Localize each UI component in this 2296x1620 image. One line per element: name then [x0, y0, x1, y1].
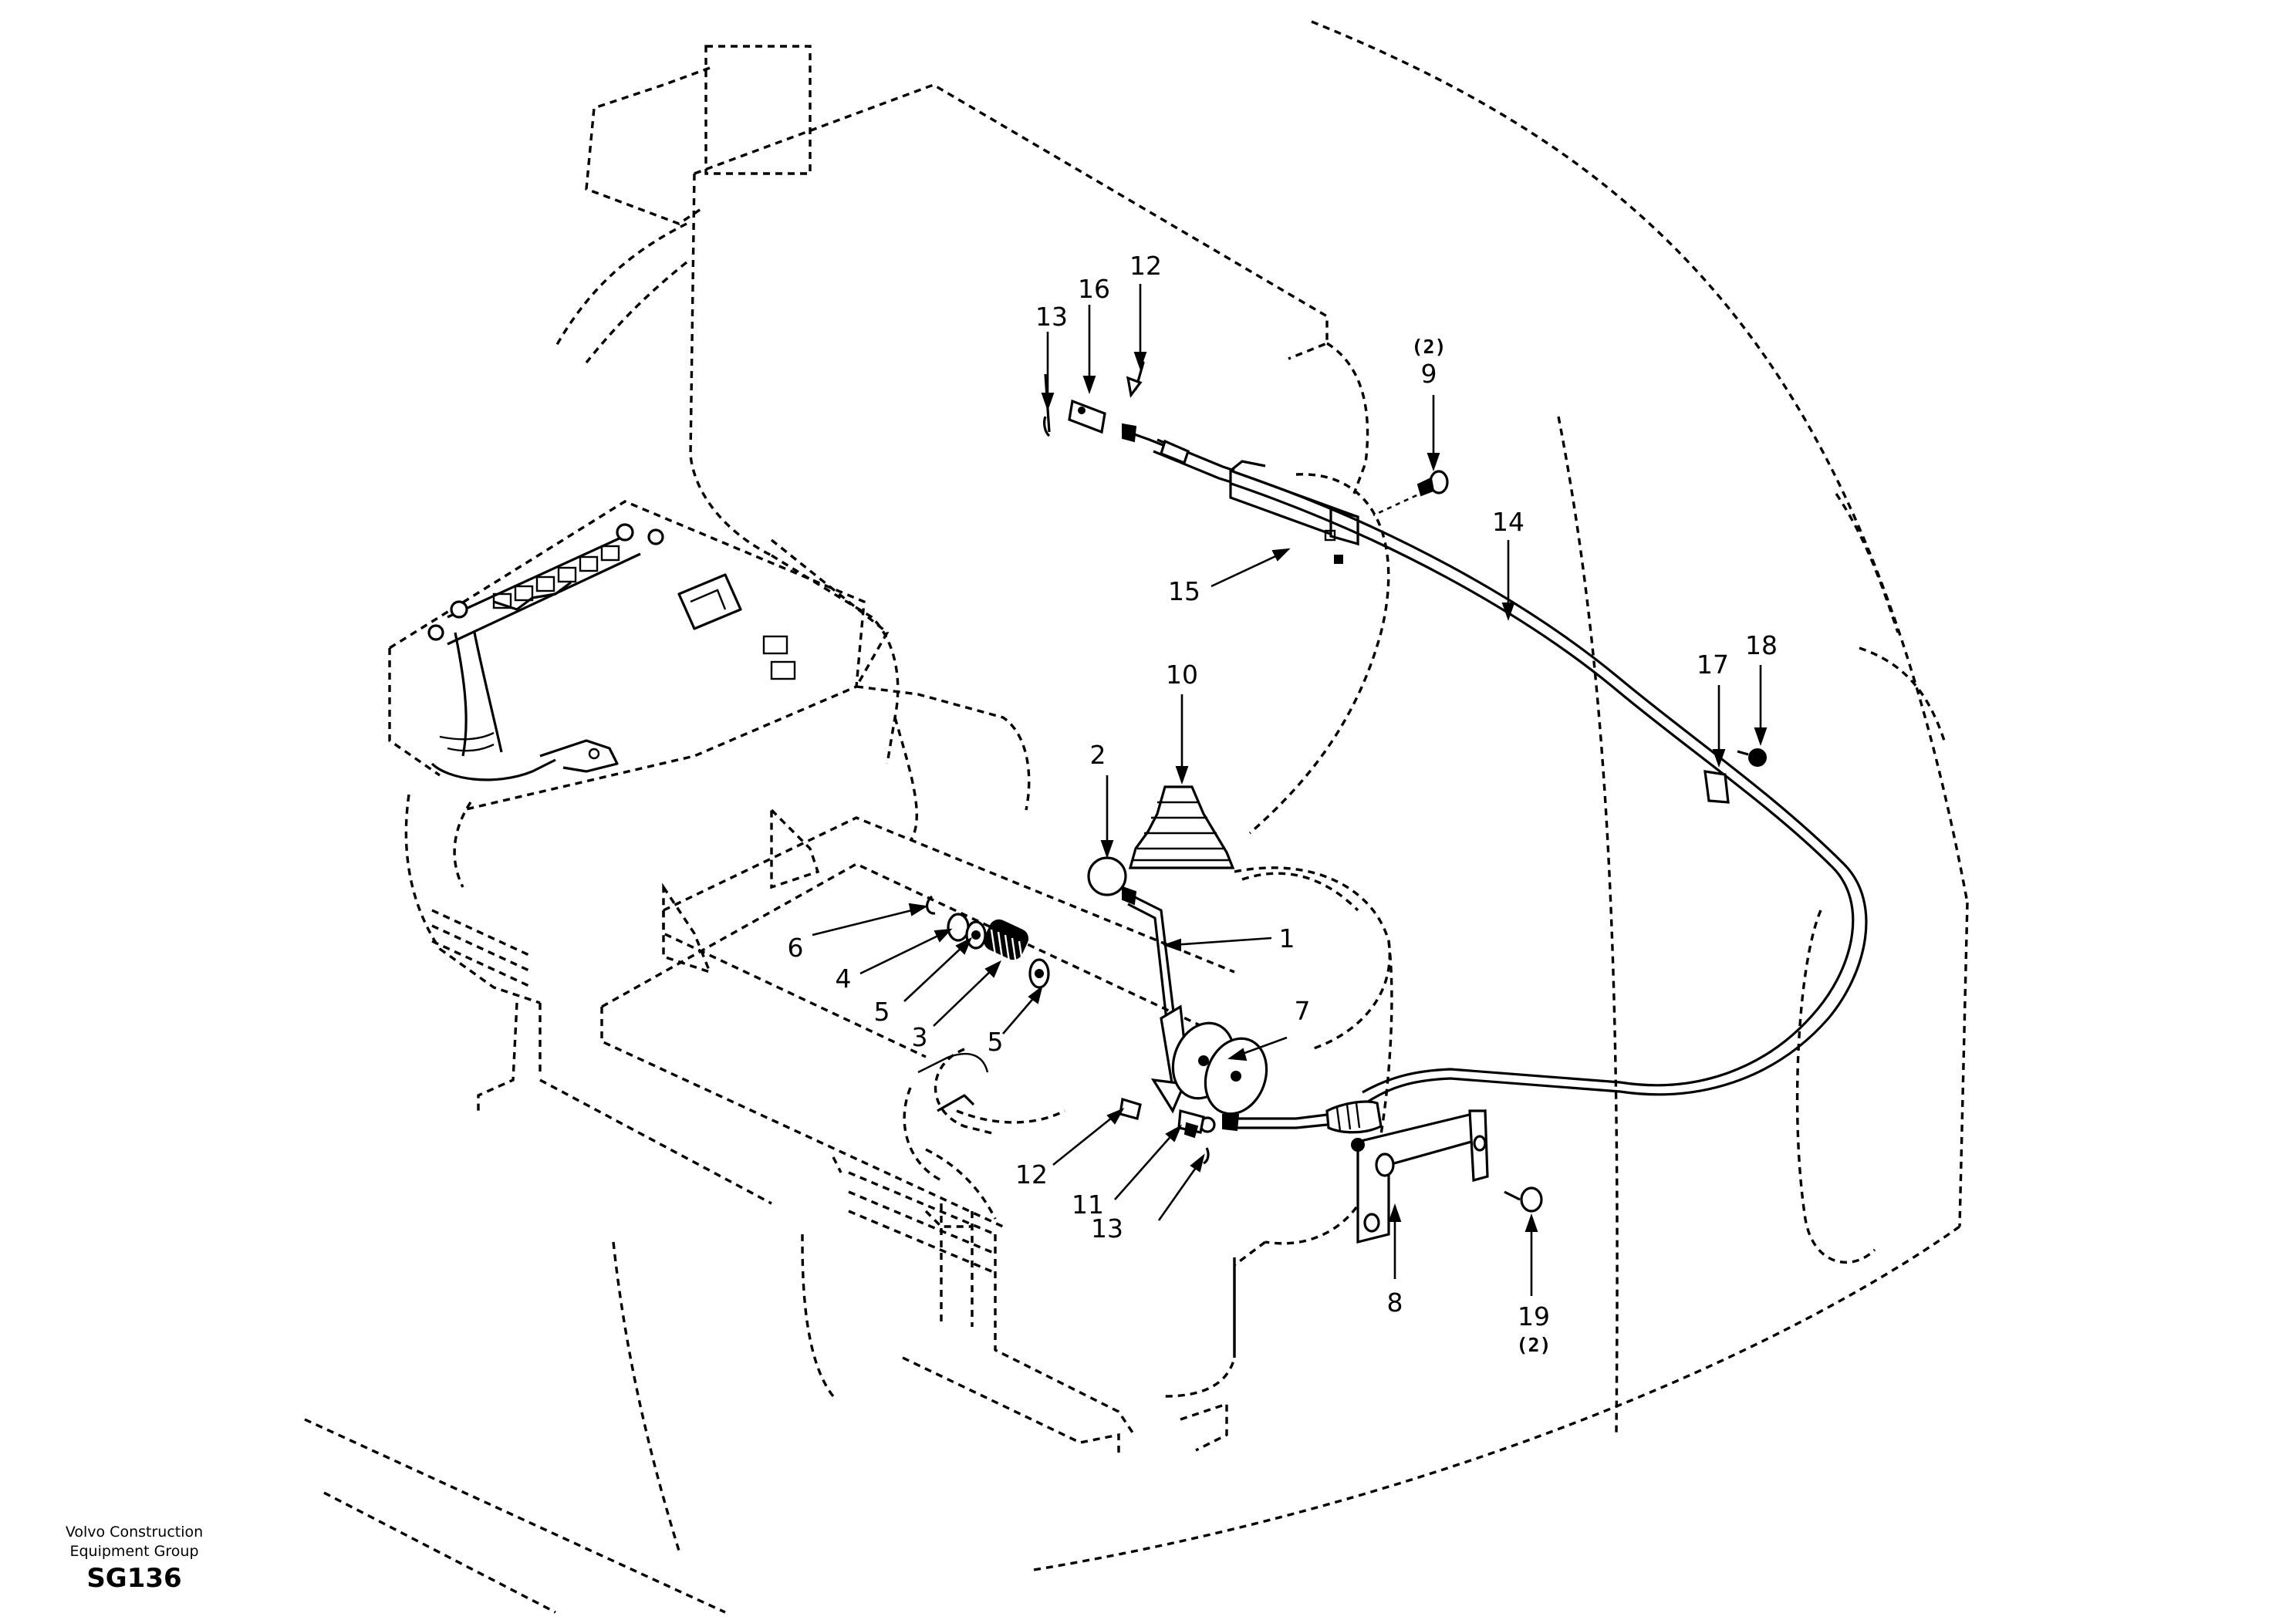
- callout-13b: 13: [1091, 1213, 1123, 1244]
- right-console-outline: [662, 806, 1359, 1274]
- callout-11: 11: [1072, 1190, 1104, 1220]
- part-18-bolt: [1737, 748, 1767, 767]
- upper-clevis-group: [1043, 416, 1051, 437]
- lower-clevis-group: [1119, 1097, 1210, 1165]
- lower-cable-end: [1199, 1100, 1383, 1134]
- part-14-cable: [1231, 471, 1868, 1105]
- part-10-boot: [1128, 785, 1235, 869]
- callout-5b: 5: [988, 1027, 1004, 1057]
- part-6-pin: [926, 895, 936, 915]
- upper-cable-end: [1044, 361, 1235, 484]
- callout-17: 17: [1697, 650, 1729, 680]
- company-credit: Volvo Construction Equipment Group: [34, 1523, 235, 1561]
- seat-back-outline: [554, 45, 1390, 842]
- callout-18: 18: [1745, 630, 1778, 660]
- company-line-1: Volvo Construction: [65, 1524, 204, 1541]
- part-3-spring: [983, 919, 1029, 967]
- callout-13a: 13: [1035, 302, 1068, 332]
- callout-labels: 1 2 3 4 5 5 6 7 8 9 (2) 10 11 12 12 13 1…: [788, 251, 1778, 1356]
- part-8-bracket: [1351, 1109, 1489, 1244]
- part-1-lever: [1122, 886, 1176, 1021]
- callout-15: 15: [1168, 576, 1200, 606]
- seat-cushion-outline: [600, 685, 1393, 1458]
- callout-1: 1: [1279, 923, 1295, 953]
- callout-14: 14: [1492, 507, 1524, 537]
- part-13-clip-upper: [1043, 416, 1051, 437]
- callout-9-qty: (2): [1411, 336, 1446, 358]
- part-17-clamp: [1703, 770, 1730, 804]
- callout-7: 7: [1295, 996, 1311, 1026]
- left-console-outline: [388, 500, 890, 1205]
- callout-12b: 12: [1015, 1159, 1048, 1190]
- part-19-bolt: [1504, 1186, 1543, 1213]
- callout-9: 9: [1421, 359, 1437, 389]
- left-switch-panel: [427, 523, 796, 781]
- callout-2: 2: [1090, 740, 1106, 770]
- spring-stack: [926, 895, 1050, 989]
- part-9-bolt: [1373, 470, 1449, 517]
- part-7-plates: [1150, 1004, 1268, 1115]
- callout-3: 3: [912, 1022, 928, 1052]
- company-line-2: Equipment Group: [69, 1543, 199, 1560]
- cab-outline: [304, 20, 1969, 1614]
- part-12-pin-lower: [1119, 1097, 1142, 1120]
- callout-leaders: [812, 284, 1768, 1296]
- part-2-knob: [1087, 856, 1127, 896]
- callout-19-qty: (2): [1516, 1334, 1551, 1356]
- callout-4: 4: [836, 964, 852, 994]
- callout-19: 19: [1518, 1301, 1550, 1331]
- callout-8: 8: [1387, 1288, 1403, 1318]
- callout-16: 16: [1078, 274, 1110, 304]
- callout-12a: 12: [1129, 251, 1162, 281]
- callout-10: 10: [1166, 660, 1198, 690]
- callout-5a: 5: [874, 997, 890, 1027]
- drawing-code: SG136: [86, 1563, 182, 1594]
- part-4-nut: [947, 913, 970, 942]
- callout-6: 6: [788, 933, 804, 963]
- part-13-clip-lower: [1203, 1147, 1210, 1165]
